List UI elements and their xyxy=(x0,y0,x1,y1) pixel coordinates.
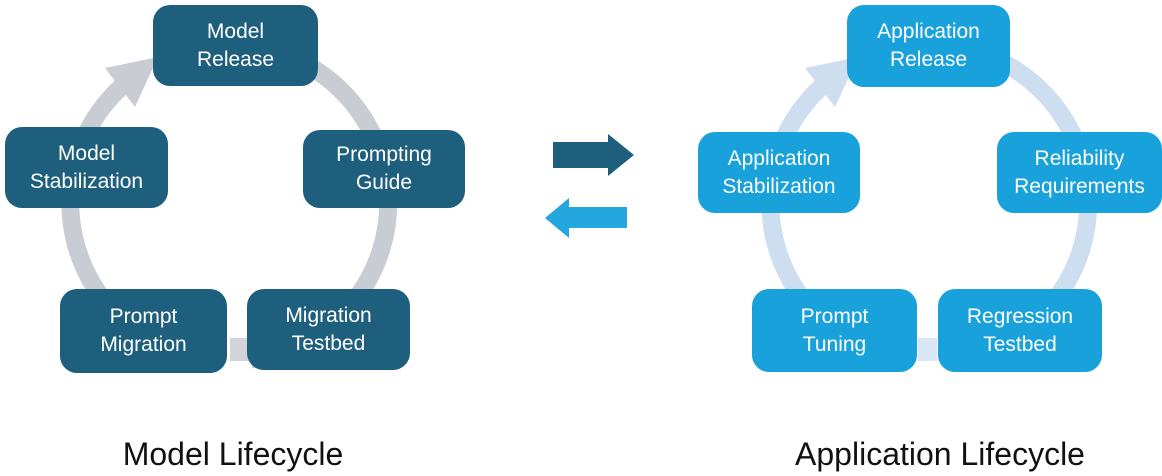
node-application-stabilization: Application Stabilization xyxy=(698,132,860,213)
node-regression-testbed: Regression Testbed xyxy=(938,289,1102,372)
application-lifecycle-caption: Application Lifecycle xyxy=(795,436,1085,472)
node-prompting-guide: Prompting Guide xyxy=(303,130,465,208)
model-lifecycle-caption: Model Lifecycle xyxy=(122,436,344,472)
node-prompt-migration: Prompt Migration xyxy=(60,289,227,373)
arrowhead-icon xyxy=(105,57,158,107)
arrowhead-icon xyxy=(805,57,858,107)
connector-square xyxy=(230,338,249,361)
node-migration-testbed: Migration Testbed xyxy=(247,289,410,370)
node-reliability-requirements: Reliability Requirements xyxy=(997,132,1162,213)
arrow-right-icon xyxy=(553,134,634,176)
node-model-release: Model Release xyxy=(153,5,318,86)
arrow-left-icon xyxy=(545,198,627,238)
node-model-stabilization: Model Stabilization xyxy=(5,127,168,208)
node-prompt-tuning: Prompt Tuning xyxy=(752,289,917,372)
connector-square xyxy=(918,338,937,361)
node-application-release: Application Release xyxy=(847,5,1010,87)
